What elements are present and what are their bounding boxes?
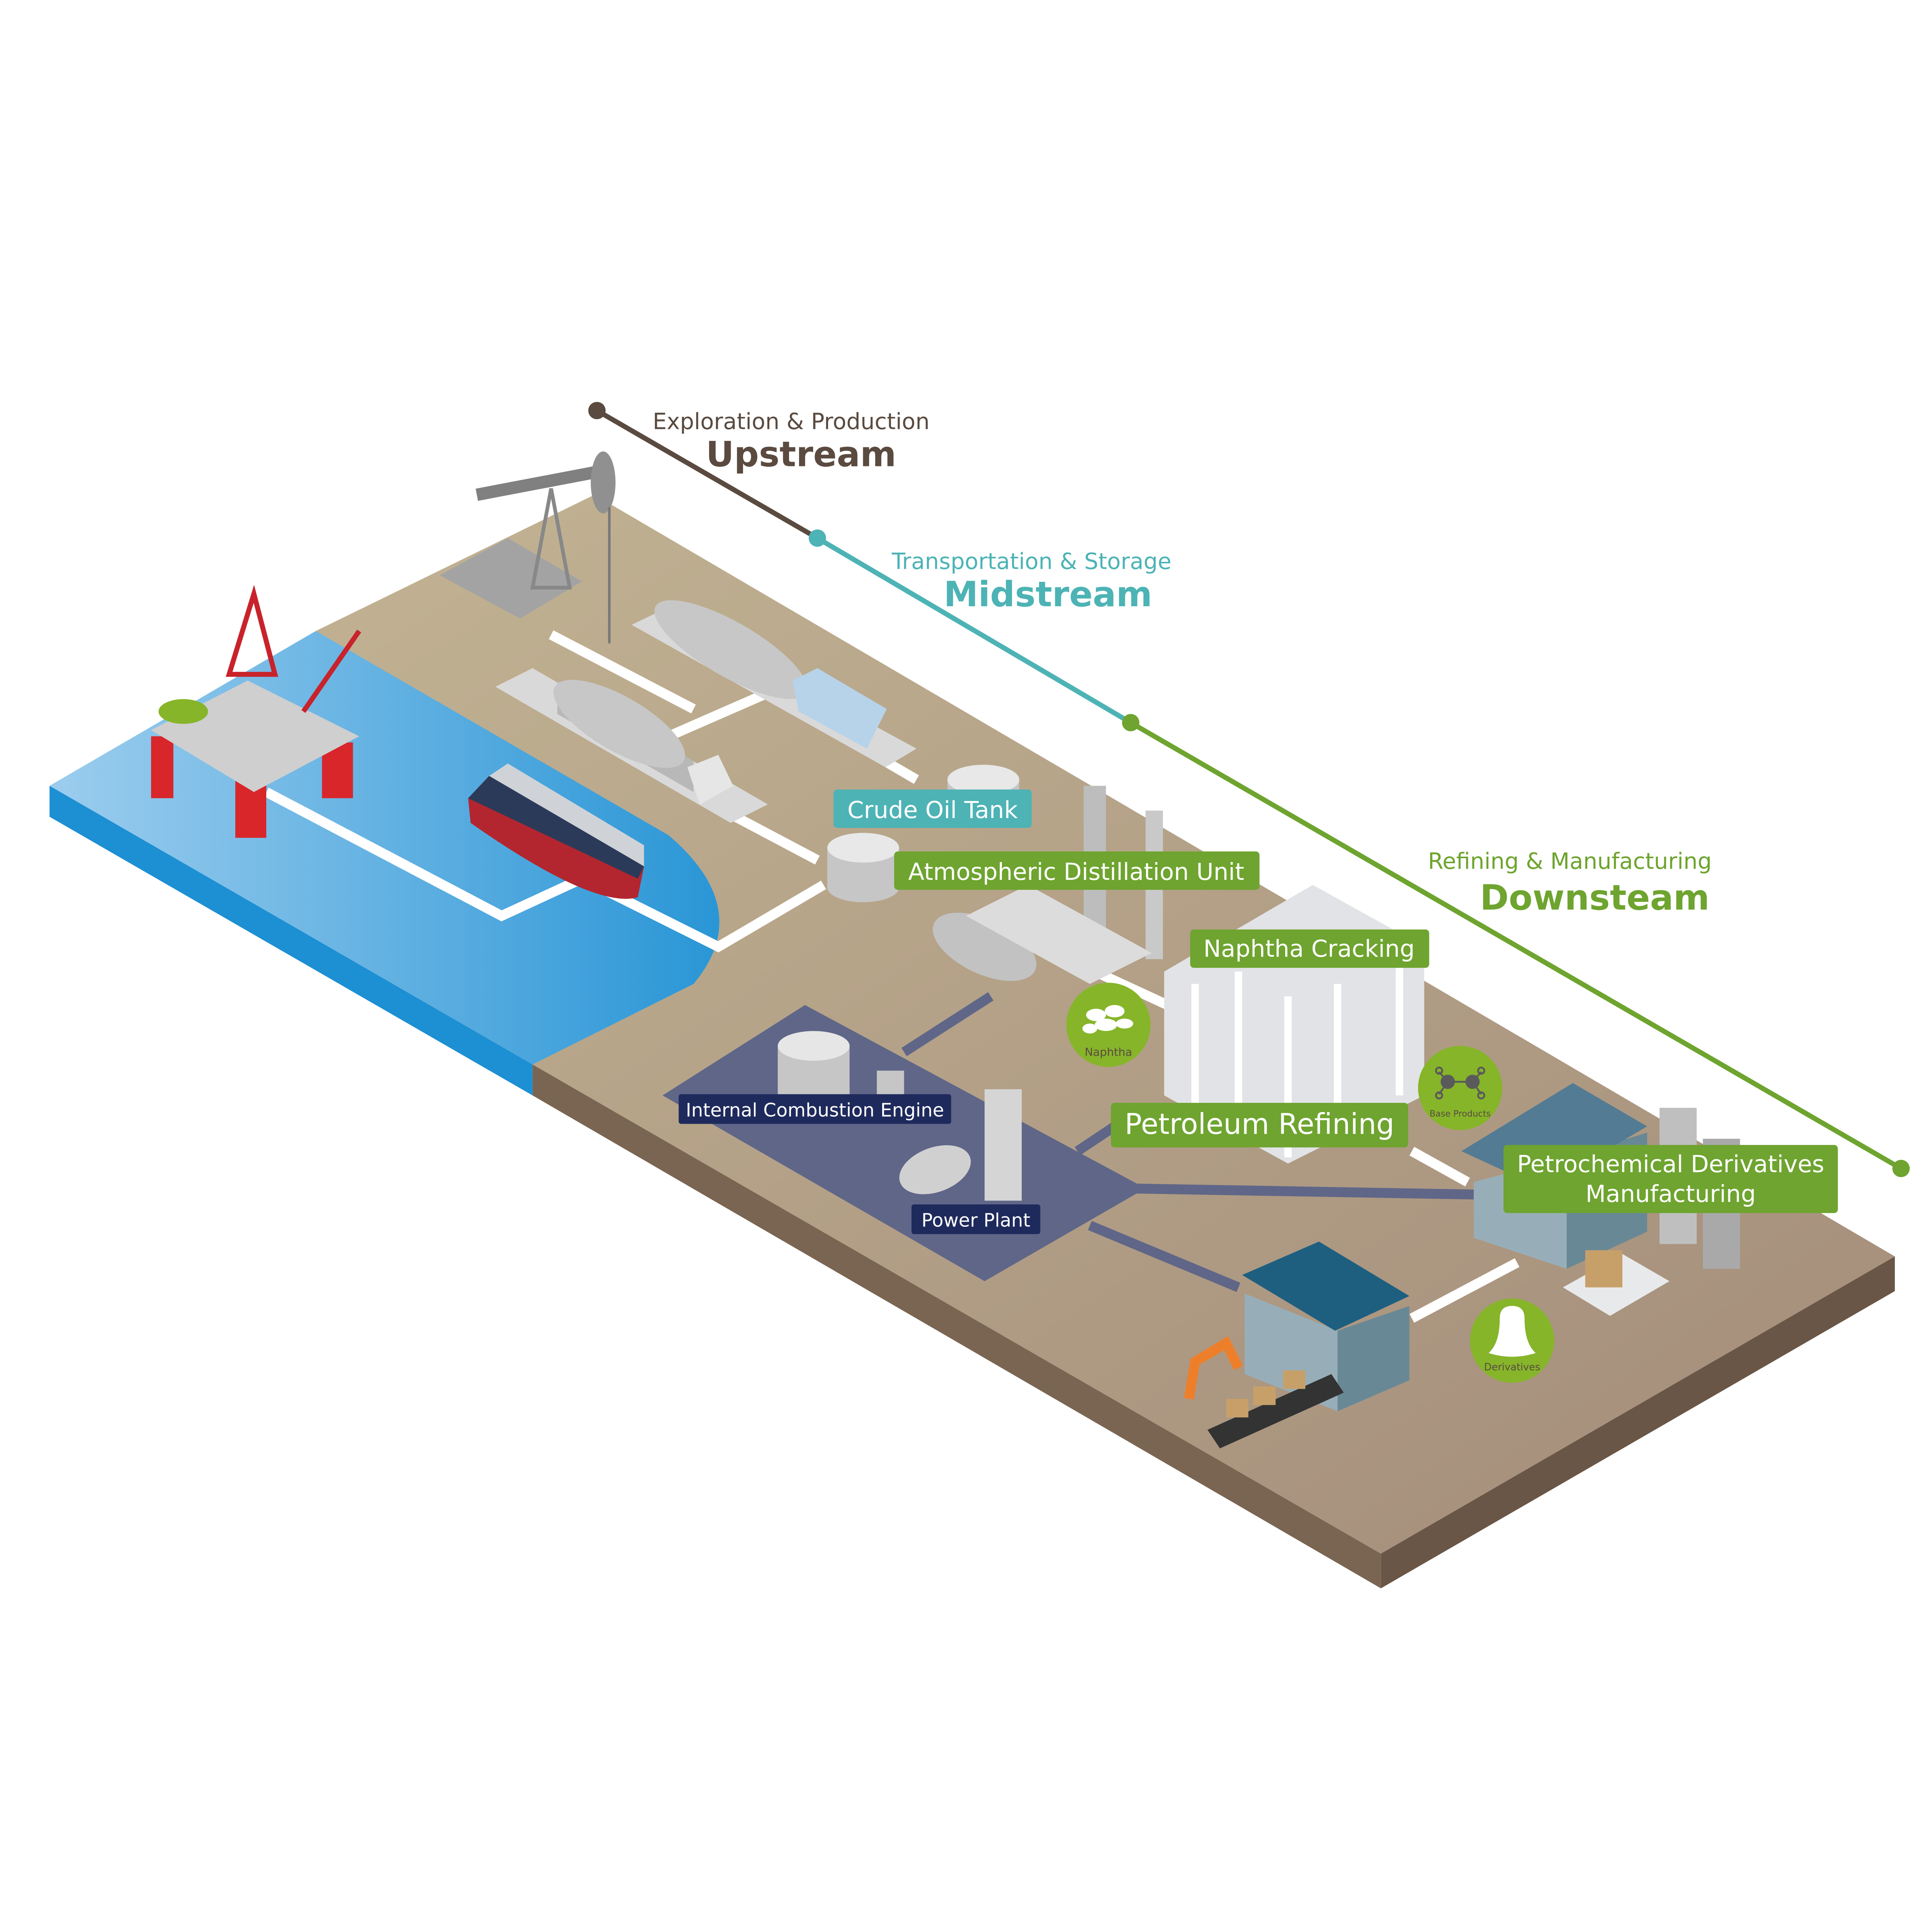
stage-subtitle: Transportation & Storage: [891, 548, 1172, 575]
badge-label: Base Products: [1430, 1109, 1491, 1119]
stage-subtitle: Refining & Manufacturing: [1428, 848, 1712, 874]
badge-label: Derivatives: [1484, 1361, 1540, 1373]
offshore-rig-icon: [151, 585, 361, 838]
tag-label: Atmospheric Distillation Unit: [908, 858, 1244, 886]
rail-tanker-icon: [654, 600, 887, 749]
tag-label: Naphtha Cracking: [1203, 935, 1415, 963]
pipe-arrows: [901, 992, 1474, 1292]
ground: [49, 495, 1895, 1588]
power-plant-icon: [777, 1031, 1022, 1201]
tag-naphtha-cracking: Naphtha Cracking: [1190, 929, 1429, 968]
badge-base-products: Base Products: [1418, 1046, 1502, 1130]
stage-downstream: Refining & Manufacturing Downsteam: [1428, 848, 1712, 918]
tag-internal-combustion-engine: Internal Combustion Engine: [679, 1094, 951, 1124]
stage-title: Upstream: [706, 435, 896, 475]
tag-petrochemical-derivatives-manufacturing: Petrochemical Derivatives Manufacturing: [1503, 1145, 1838, 1213]
manufacturing-factory-icon: [1184, 1242, 1410, 1449]
stage-midstream: Transportation & Storage Midstream: [891, 548, 1172, 615]
molecule-icon: [1435, 1066, 1485, 1100]
fabric-icon: [1488, 1306, 1536, 1357]
badge-derivatives: Derivatives: [1470, 1298, 1554, 1383]
pumpjack-icon: [439, 451, 616, 644]
stage-title: Midstream: [944, 575, 1152, 615]
value-chain-line: [588, 402, 1910, 1177]
badge-label: Naphtha: [1085, 1045, 1132, 1058]
stage-upstream: Exploration & Production Upstream: [653, 408, 930, 475]
tag-atmospheric-distillation-unit: Atmospheric Distillation Unit: [894, 851, 1260, 890]
stage-title: Downsteam: [1480, 878, 1709, 918]
tag-label: Petrochemical Derivatives: [1517, 1151, 1824, 1178]
tanker-ship-icon: [468, 763, 644, 899]
tag-label: Crude Oil Tank: [847, 796, 1018, 824]
naphtha-pellets-icon: [1082, 1005, 1133, 1034]
tag-label: Petroleum Refining: [1125, 1108, 1395, 1141]
tag-label: Internal Combustion Engine: [686, 1099, 944, 1121]
badge-naphtha: Naphtha: [1066, 983, 1151, 1067]
tag-crude-oil-tank: Crude Oil Tank: [833, 789, 1032, 828]
tanker-truck-icon: [553, 680, 733, 804]
tag-power-plant: Power Plant: [911, 1204, 1041, 1234]
tag-label: Manufacturing: [1585, 1180, 1756, 1208]
tag-petroleum-refining: Petroleum Refining: [1111, 1103, 1408, 1148]
stage-subtitle: Exploration & Production: [653, 408, 930, 435]
tag-label: Power Plant: [922, 1210, 1031, 1231]
robot-arm-icon: [1184, 1336, 1243, 1400]
